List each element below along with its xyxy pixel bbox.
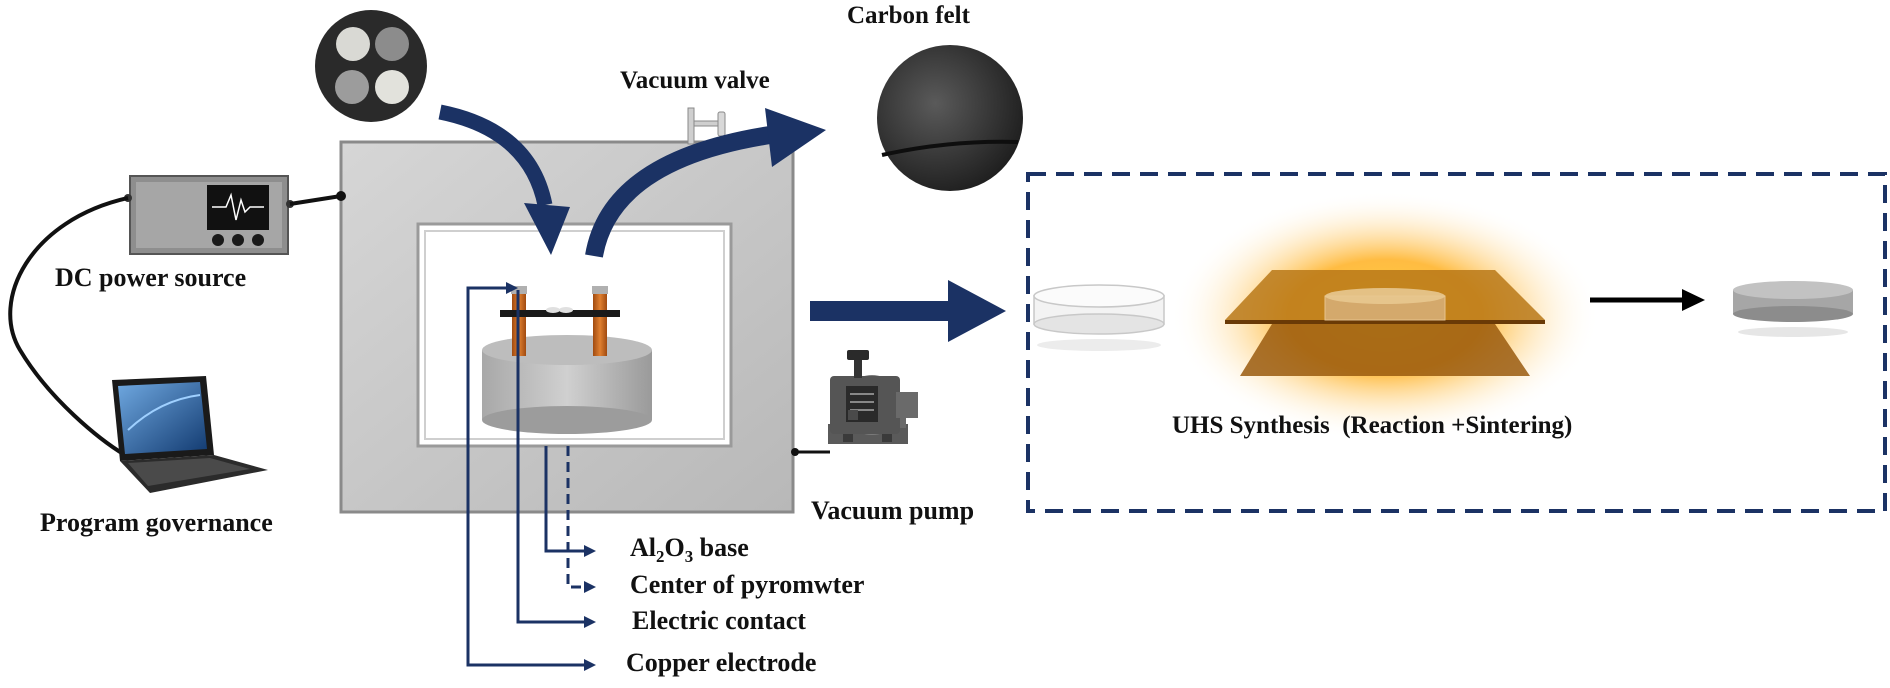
sintered-pellet: [1733, 281, 1853, 337]
felt-arrowhead: [765, 108, 826, 167]
uhs-synthesis-label: UHS Synthesis (Reaction +Sintering): [1172, 412, 1573, 439]
electric-contact-label: Electric contact: [632, 606, 806, 635]
sample-load-arrow: [438, 104, 553, 207]
laptop-cable: [8, 196, 129, 457]
dc-power-source-label: DC power source: [55, 263, 247, 292]
felt-arrow: [585, 126, 772, 258]
vacuum-valve-icon: [687, 107, 726, 145]
callout-arrowheads: [506, 282, 596, 671]
laptop-icon: [112, 376, 268, 493]
program-governance-label: Program governance: [40, 508, 273, 537]
al2o3-base-label: Al2O3 base: [630, 533, 749, 567]
copper-electrode-label: Copper electrode: [626, 648, 817, 677]
alumina-base: [482, 335, 652, 434]
power-cable: [289, 194, 342, 206]
uhs-process-box: [1026, 172, 1887, 513]
transition-arrow: [810, 280, 1006, 342]
carbon-felt-icon: [877, 45, 1023, 191]
power-source-icon: [124, 175, 294, 255]
vacuum-pump-label: Vacuum pump: [811, 496, 975, 525]
sample-disks-icon: [315, 10, 427, 122]
vacuum-pump-icon: [828, 350, 918, 444]
callout-lines: [466, 286, 585, 667]
carbon-felt-label: Carbon felt: [847, 2, 970, 29]
green-pellet: [1033, 284, 1165, 351]
sample-load-arrowhead: [524, 203, 570, 255]
uhs-heating-zone: [1170, 191, 1600, 441]
pyrometer-label: Center of pyromwter: [630, 570, 865, 599]
process-arrow: [1590, 289, 1705, 311]
vacuum-chamber: [339, 140, 795, 514]
vacuum-valve-label: Vacuum valve: [620, 67, 770, 94]
